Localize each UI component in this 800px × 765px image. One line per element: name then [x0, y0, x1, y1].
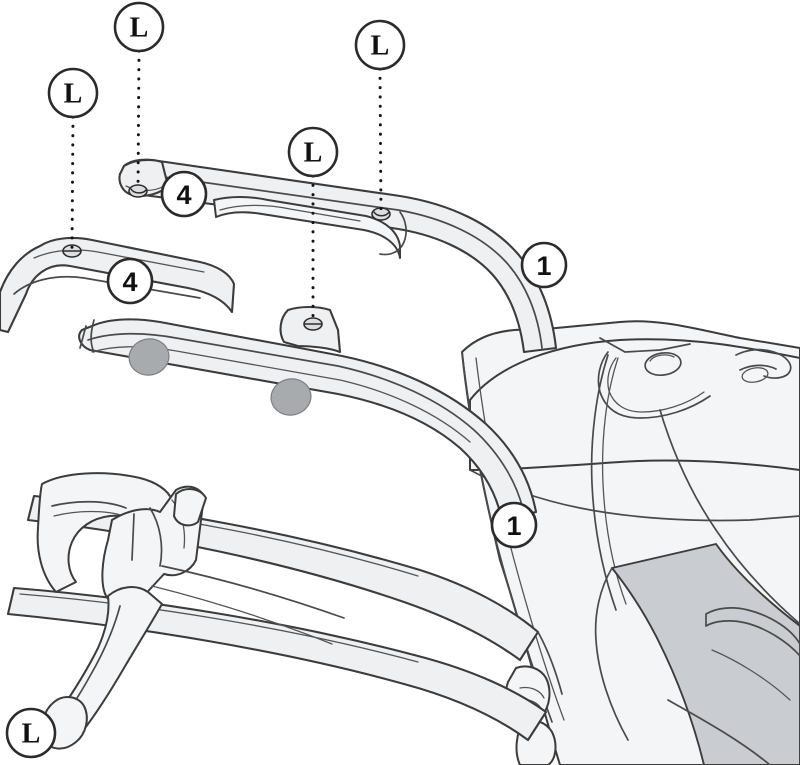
callout-l-1-circle: [47, 67, 99, 119]
callout-4-lower-circle: [106, 257, 154, 305]
seat-ridge-line: [599, 337, 691, 353]
callout-l-5[interactable]: L: [5, 707, 57, 759]
lower-shadow-panel: [611, 543, 800, 765]
rack-step-joint-2: [90, 319, 95, 353]
coil-detail-right-2: [739, 364, 777, 371]
callout-l-2-label: L: [130, 13, 149, 44]
callout-l-3[interactable]: L: [354, 19, 406, 71]
callout-1-upper-circle: [520, 241, 568, 289]
callout-4-lower[interactable]: 4: [106, 257, 154, 305]
boss-oval-left-inner: [649, 354, 675, 362]
panel-crease-upper: [597, 351, 711, 419]
coil-detail-right: [735, 348, 792, 379]
callout-l-4-label: L: [304, 138, 323, 169]
callout-4-upper-label: 4: [176, 180, 191, 210]
lower-rack-main-bar: [78, 318, 538, 522]
leader-line-l-3: [378, 67, 383, 215]
callout-l-1-label: L: [64, 79, 83, 110]
callout-4-lower-label: 4: [122, 267, 137, 297]
body-slot-long: [705, 607, 800, 657]
left-swing-bracket-line-1: [51, 500, 127, 509]
callout-4-upper[interactable]: 4: [160, 170, 208, 218]
rack-hole-2: [270, 378, 312, 416]
hub-to-spar-line: [161, 565, 345, 619]
lower-rack-plate-group: [0, 236, 538, 522]
callout-l-2-circle: [113, 1, 165, 53]
callout-1-lower-label: 1: [506, 511, 521, 541]
motorcycle-body-group: [461, 320, 800, 765]
callouts-layer: L L L L L 4 4 1 1: [5, 1, 568, 759]
tail-shoulder-left-inner: [475, 357, 565, 721]
upper-rack-inner-lip: [213, 196, 401, 259]
spar-tip-merge: [537, 631, 563, 695]
callout-l-5-label: L: [22, 719, 41, 750]
callout-1-lower-circle: [490, 501, 538, 549]
callout-l-5-circle: [5, 707, 57, 759]
bolt-left-upper: [62, 244, 82, 258]
leader-lines-group: [70, 49, 383, 325]
callout-l-3-label: L: [371, 31, 390, 62]
callout-l-4[interactable]: L: [287, 126, 339, 178]
body-slot-long-line: [711, 649, 791, 701]
leader-line-l-1: [70, 115, 75, 251]
upper-rack-arm-group: [118, 158, 558, 354]
upper-rack-inner-lip-line: [219, 204, 361, 222]
hub-to-spar-line-2: [151, 585, 333, 645]
callout-l-3-circle: [354, 19, 406, 71]
bolt-left-lower: [303, 317, 323, 331]
lower-rack-main-crease-2: [91, 346, 471, 443]
left-swing-bracket-line-2: [53, 510, 125, 517]
frame-lower-leg: [57, 586, 163, 733]
callout-1-lower[interactable]: 1: [490, 501, 538, 549]
callout-1-upper[interactable]: 1: [520, 241, 568, 289]
callout-l-2[interactable]: L: [113, 1, 165, 53]
frame-stub-arm: [173, 488, 207, 527]
bolt-rack-left: [128, 184, 148, 198]
rack-hole-1: [128, 338, 170, 376]
panel-crease-upper-inner: [607, 357, 705, 413]
center-small-bracket-line: [519, 686, 545, 699]
lower-rack-wing-crease: [13, 275, 201, 299]
callout-l-1[interactable]: L: [47, 67, 99, 119]
lower-shadow-panel-edge: [594, 567, 629, 741]
hub-line-1: [131, 513, 135, 561]
tail-upper-panel: [469, 338, 800, 471]
body-crease-vertical: [590, 354, 617, 611]
panel-split-diagonal: [659, 409, 800, 625]
frame-spars-group: [6, 472, 563, 750]
lower-body-rib: [667, 699, 771, 765]
callout-l-4-circle: [287, 126, 339, 178]
bolt-points-group: [62, 184, 391, 331]
coil-oval-right: [741, 367, 769, 383]
callout-1-upper-label: 1: [536, 251, 551, 281]
lower-rack-left-wing: [0, 236, 236, 334]
callout-4-upper-circle: [160, 170, 208, 218]
boss-oval-left: [644, 351, 682, 377]
upper-rack-lip-hook: [379, 211, 407, 256]
rack-step-joint: [79, 325, 87, 349]
hub-line-2: [149, 507, 163, 567]
frame-spar-middle-crease: [19, 593, 419, 663]
lower-rack-main-crease: [87, 332, 525, 515]
